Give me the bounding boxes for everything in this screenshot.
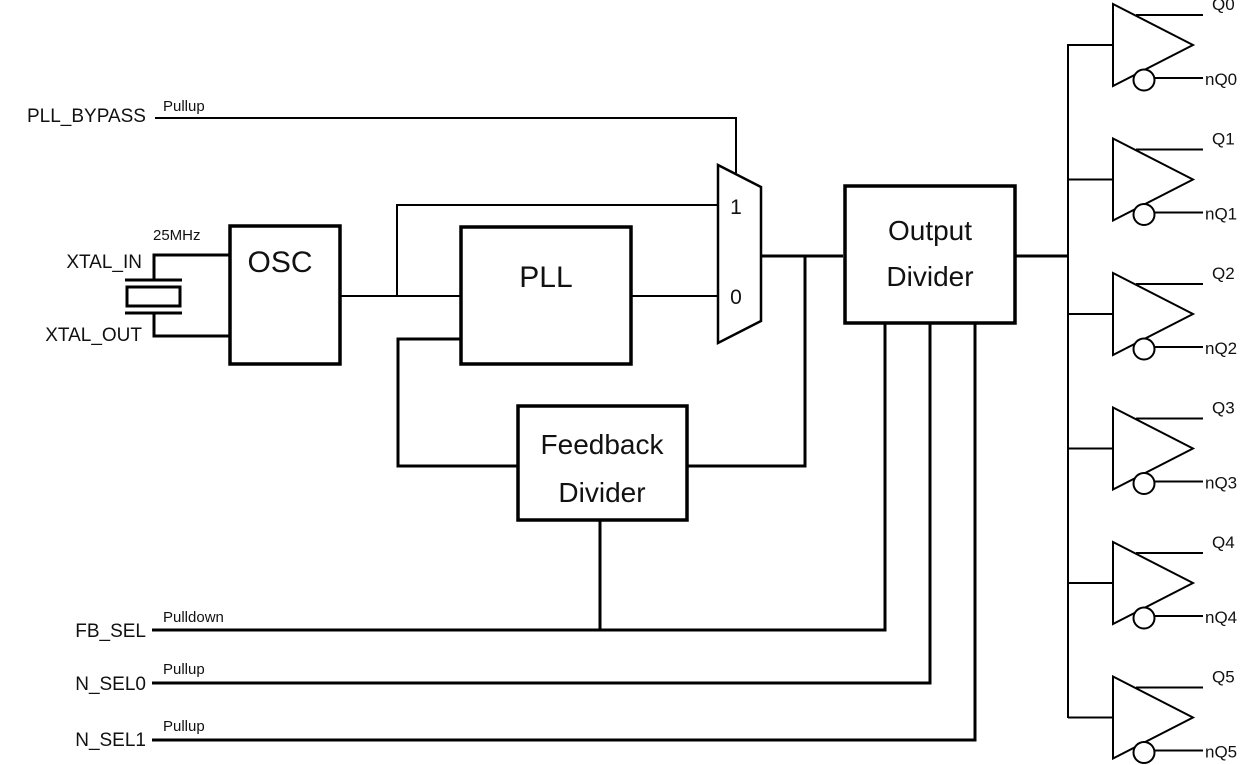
nq-output-label: nQ0 bbox=[1205, 70, 1237, 89]
q-output-label: Q1 bbox=[1212, 130, 1235, 149]
feedback-divider-label-1: Feedback bbox=[541, 429, 665, 460]
nq-output-label: nQ3 bbox=[1205, 474, 1237, 493]
q-output-label: Q4 bbox=[1212, 533, 1235, 552]
q-output-label: Q2 bbox=[1212, 264, 1235, 283]
feedback-divider-label-2: Divider bbox=[558, 477, 645, 508]
osc-block bbox=[228, 224, 342, 366]
pll-label: PLL bbox=[519, 261, 572, 294]
buffer-triangle-icon bbox=[1112, 271, 1196, 357]
feedback-tap-wire bbox=[687, 256, 807, 468]
output-buffer-2: Q2 nQ2 bbox=[1068, 264, 1237, 361]
bypass-path-wire bbox=[396, 204, 718, 296]
output-divider-label-2: Divider bbox=[886, 261, 973, 292]
buffer-triangle-icon bbox=[1112, 405, 1196, 492]
output-divider-label-1: Output bbox=[888, 215, 972, 246]
output-buffer-1: Q1 nQ1 bbox=[1068, 130, 1237, 226]
fb-sel-label: FB_SEL bbox=[75, 621, 146, 642]
inversion-bubble-icon bbox=[1132, 203, 1156, 226]
feedback-in-wire bbox=[396, 337, 518, 468]
pll-bypass-label: PLL_BYPASS bbox=[27, 106, 146, 127]
buffer-triangle-icon bbox=[1112, 2, 1196, 88]
pll-bypass-pull: Pullup bbox=[163, 98, 205, 115]
fb-sel-pull: Pulldown bbox=[163, 609, 224, 626]
nq-output-label: nQ2 bbox=[1205, 339, 1237, 358]
n-sel0-wire bbox=[152, 323, 932, 685]
pll-bypass-wire bbox=[155, 117, 737, 173]
n-sel0-pull: Pullup bbox=[163, 661, 205, 678]
nq-output-label: nQ4 bbox=[1205, 608, 1237, 627]
pll-block bbox=[459, 225, 633, 366]
crystal-icon bbox=[125, 253, 230, 338]
inversion-bubble-icon bbox=[1132, 606, 1156, 630]
q-output-label: Q5 bbox=[1212, 668, 1235, 687]
inversion-bubble-icon bbox=[1132, 472, 1156, 495]
nq-output-label: nQ5 bbox=[1205, 743, 1237, 762]
mux-in0-label: 0 bbox=[730, 286, 742, 309]
inversion-bubble-icon bbox=[1132, 337, 1156, 361]
xtal-out-label: XTAL_OUT bbox=[45, 325, 142, 346]
q-output-label: Q3 bbox=[1212, 399, 1235, 418]
buffer-triangle-icon bbox=[1112, 540, 1196, 626]
buffer-triangle-icon bbox=[1112, 136, 1196, 223]
q-output-label: Q0 bbox=[1212, 0, 1235, 14]
crystal-freq: 25MHz bbox=[153, 227, 201, 244]
output-buffer-5: Q5 nQ5 bbox=[1068, 668, 1237, 764]
fb-sel-wire bbox=[152, 323, 887, 632]
xtal-in-label: XTAL_IN bbox=[66, 252, 142, 273]
n-sel1-label: N_SEL1 bbox=[75, 730, 146, 751]
output-buffer-0: Q0 nQ0 bbox=[1068, 0, 1237, 92]
buffer-triangle-icon bbox=[1112, 674, 1196, 761]
feedback-divider-block bbox=[516, 404, 689, 522]
inversion-bubble-icon bbox=[1132, 68, 1156, 92]
n-sel0-label: N_SEL0 bbox=[75, 674, 146, 695]
output-divider-block bbox=[843, 184, 1017, 325]
mux-block bbox=[716, 162, 763, 346]
n-sel1-pull: Pullup bbox=[163, 718, 205, 735]
osc-label: OSC bbox=[247, 246, 312, 279]
output-buffer-3: Q3 nQ3 bbox=[1068, 399, 1237, 495]
inversion-bubble-icon bbox=[1132, 741, 1156, 764]
n-sel1-wire bbox=[152, 323, 977, 742]
output-buffer-4: Q4 nQ4 bbox=[1068, 533, 1237, 630]
mux-in1-label: 1 bbox=[730, 196, 742, 219]
nq-output-label: nQ1 bbox=[1205, 205, 1237, 224]
